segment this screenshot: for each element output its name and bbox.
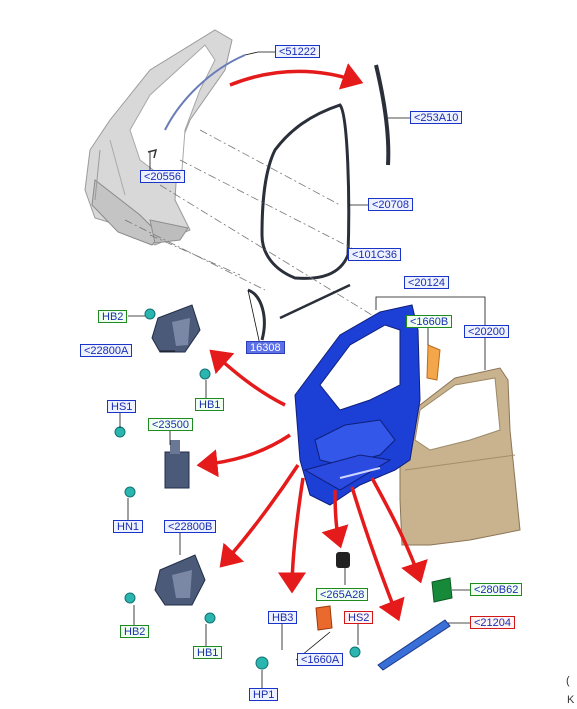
label-16308: 16308 [246,341,285,354]
rail-21204 [377,619,451,671]
label-hs2: HS2 [344,611,374,624]
upper-seal [374,64,391,166]
door-inner-shell [294,304,421,506]
label-20556: <20556 [140,170,186,183]
lower-hinge [154,554,206,606]
leader-lines [119,51,486,688]
lower-seal-101C36 [279,283,351,320]
label-20124: <20124 [404,276,450,289]
label-22800B: <22800B [164,520,217,533]
label-hp1: HP1 [249,688,279,701]
red-arrows [196,63,428,622]
pad-1660B [426,344,441,381]
label-hb1-bot: HB1 [193,646,223,659]
label-1660A: <1660A [297,653,344,666]
seal-16308 [247,288,266,341]
label-101C36: <101C36 [348,248,401,261]
pad-1660A [315,605,333,631]
label-280B62: <280B62 [470,583,523,596]
label-hb1-top: HB1 [195,398,225,411]
corner-mark-2: K [567,694,575,706]
label-21204: <21204 [470,616,516,629]
corner-mark-1: ( [566,675,570,687]
label-hn1: HN1 [113,520,144,533]
guide-lines [124,129,381,321]
roof-moulding [164,54,246,131]
body-side-pillar [84,29,233,246]
label-hb3: HB3 [268,611,298,624]
upper-hinge [151,304,201,353]
label-20200: <20200 [464,325,510,338]
label-265A28: <265A28 [316,588,369,601]
label-20708: <20708 [368,198,414,211]
label-253A10: <253A10 [410,111,463,124]
door-check [164,440,190,489]
label-22800A: <22800A [80,344,133,357]
fasteners [114,308,361,670]
bumper-265A28 [336,552,350,568]
label-51222: <51222 [275,45,321,58]
clip-part [147,148,158,159]
label-1660B: <1660B [406,315,453,328]
label-hb2-top: HB2 [98,310,128,323]
label-hs1: HS1 [107,400,137,413]
door-weatherstrip [260,103,351,280]
label-hb2-bot: HB2 [120,625,150,638]
label-23500: <23500 [148,418,194,431]
plug-280B62 [431,577,453,603]
